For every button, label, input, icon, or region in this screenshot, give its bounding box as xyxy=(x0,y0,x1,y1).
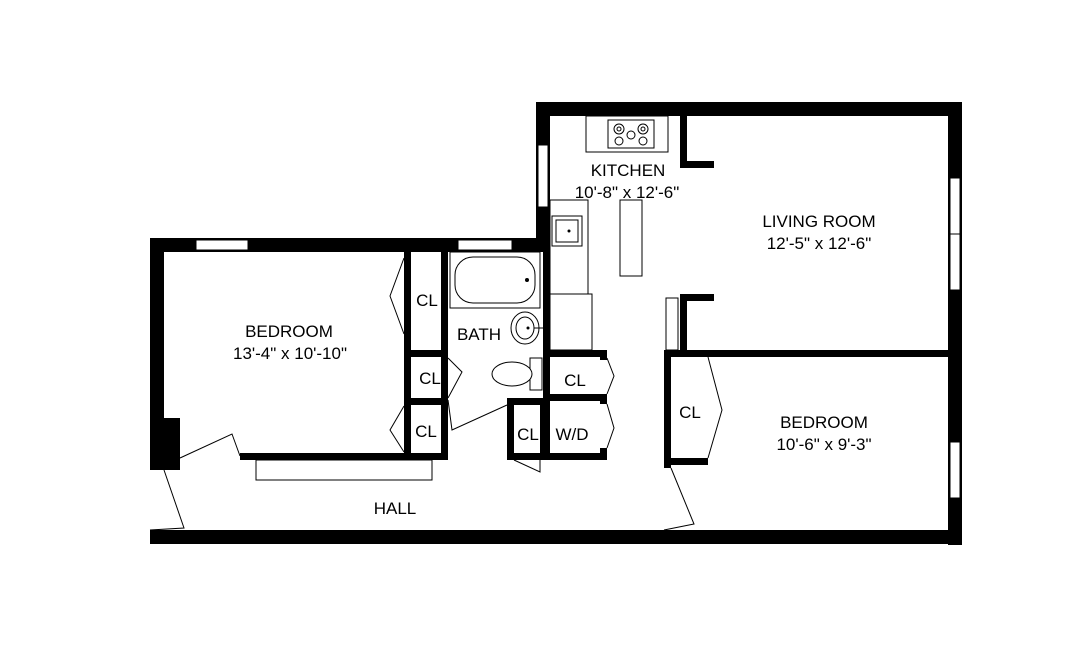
closet-label: CL xyxy=(419,369,441,388)
kitchen-name: KITCHEN xyxy=(591,161,666,180)
window-kitchen xyxy=(537,144,549,208)
kitchen-dims: 10'-8" x 12'-6" xyxy=(575,183,680,202)
entry-door xyxy=(149,469,185,531)
bathtub-icon xyxy=(449,251,541,309)
window-living-2 xyxy=(949,233,961,291)
bath-name: BATH xyxy=(457,325,501,344)
hall-name: HALL xyxy=(374,499,417,518)
walls xyxy=(150,102,962,545)
kitchen-fixtures xyxy=(549,115,679,351)
bedroom-right-dims: 10'-6" x 9'-3" xyxy=(776,435,871,454)
living-room-dims: 12'-5" x 12'-6" xyxy=(767,234,872,253)
window-bedroom-right xyxy=(949,441,961,499)
room-labels: KITCHEN 10'-8" x 12'-6" LIVING ROOM 12'-… xyxy=(233,161,876,518)
stove-icon xyxy=(607,119,655,149)
kitchen-sink-icon xyxy=(551,215,583,247)
window-living-1 xyxy=(949,177,961,235)
kitchen-island xyxy=(619,199,643,277)
bedroom-left-door xyxy=(179,433,241,459)
bedroom-left-name: BEDROOM xyxy=(245,322,333,341)
windows xyxy=(195,144,961,499)
doors xyxy=(149,257,723,531)
window-bedroom-left xyxy=(195,239,249,251)
closet-label: CL xyxy=(679,403,701,422)
bedroom-left-dims: 13'-4" x 10'-10" xyxy=(233,344,347,363)
washer-dryer-label: W/D xyxy=(555,425,588,444)
living-room-name: LIVING ROOM xyxy=(762,212,875,231)
bath-sink-icon xyxy=(510,311,543,345)
bedroom-right-door xyxy=(663,467,695,531)
toilet-icon xyxy=(491,357,543,391)
closet-label: CL xyxy=(564,371,586,390)
window-bath xyxy=(457,239,513,251)
closet-label: CL xyxy=(415,422,437,441)
bedroom-right-name: BEDROOM xyxy=(780,413,868,432)
bath-fixtures xyxy=(447,251,543,431)
closet-label: CL xyxy=(517,425,539,444)
closet-label: CL xyxy=(416,291,438,310)
